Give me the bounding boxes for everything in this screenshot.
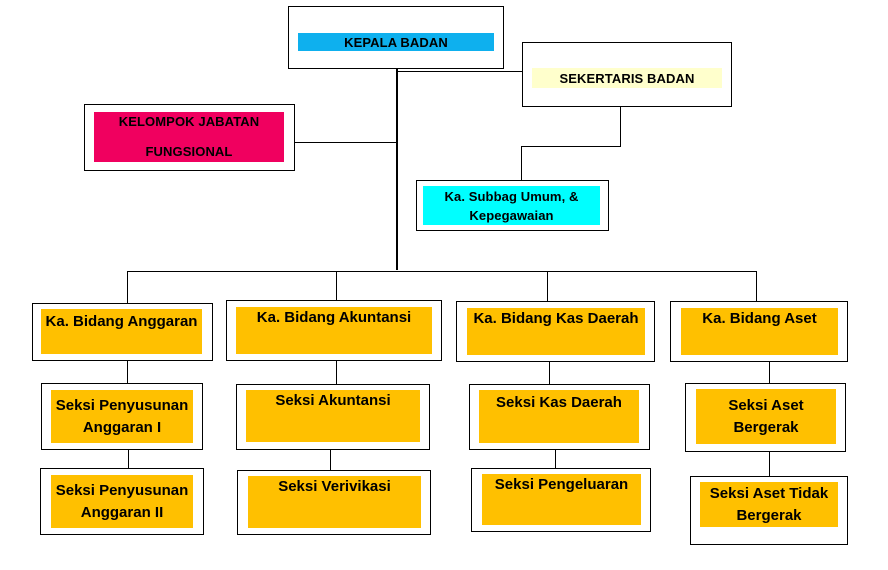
connector-line [396,68,398,270]
ka-subbag-fill: Ka. Subbag Umum, & Kepegawaian [423,186,600,225]
seksi-kas-daerah-label: Seksi Kas Daerah [496,394,622,411]
connector-line [127,271,128,303]
seksi-akuntansi-label: Seksi Akuntansi [275,392,391,409]
kelompok-jabatan-line2: FUNGSIONAL [145,144,233,159]
connector-line [398,71,522,72]
seksi-pengeluaran-fill: Seksi Pengeluaran [482,474,641,525]
connector-line [336,271,337,300]
bidang-kas-daerah-fill: Ka. Bidang Kas Daerah [467,308,645,355]
kepala-badan-label: KEPALA BADAN [344,34,448,50]
connector-line [769,362,770,383]
seksi-pengeluaran-label: Seksi Pengeluaran [494,476,629,493]
connector-line [521,146,522,180]
connector-line [555,449,556,468]
seksi-aset-tidak-bergerak-line2: Bergerak [736,506,802,524]
seksi-penyusunan-2-line1: Seksi Penyusunan [55,481,189,499]
sekertaris-badan-label: SEKERTARIS BADAN [559,70,695,86]
seksi-verivikasi-fill: Seksi Verivikasi [248,476,421,528]
seksi-akuntansi-fill: Seksi Akuntansi [246,390,420,442]
connector-line [769,452,770,476]
bidang-anggaran-label: Ka. Bidang Anggaran [45,313,198,330]
bidang-aset-label: Ka. Bidang Aset [702,310,817,327]
seksi-penyusunan-1-line1: Seksi Penyusunan [55,396,189,414]
bidang-kas-daerah-label: Ka. Bidang Kas Daerah [473,310,639,327]
connector-line [127,271,757,272]
seksi-aset-bergerak-fill: Seksi Aset Bergerak [696,389,836,444]
seksi-aset-tidak-bergerak-line1: Seksi Aset Tidak [709,484,829,502]
ka-subbag-line2: Kepegawaian [469,207,554,223]
seksi-penyusunan-1-fill: Seksi Penyusunan Anggaran I [51,390,193,443]
connector-line [330,449,331,470]
connector-line [336,361,337,384]
connector-line [547,271,548,301]
ka-subbag-line1: Ka. Subbag Umum, & [444,188,579,204]
seksi-aset-tidak-bergerak-fill: Seksi Aset Tidak Bergerak [700,482,838,527]
connector-line [620,107,621,147]
seksi-penyusunan-1-line2: Anggaran I [82,418,162,436]
connector-line [128,449,129,468]
connector-line [521,146,621,147]
kepala-badan-label-fill: KEPALA BADAN [298,33,494,51]
connector-line [756,271,757,301]
bidang-aset-fill: Ka. Bidang Aset [681,308,838,355]
connector-line [549,361,550,384]
seksi-penyusunan-2-fill: Seksi Penyusunan Anggaran II [51,475,193,528]
seksi-penyusunan-2-line2: Anggaran II [80,503,164,521]
seksi-aset-bergerak-line2: Bergerak [733,418,799,436]
connector-line [294,142,397,143]
sekertaris-badan-label-fill: SEKERTARIS BADAN [532,68,722,88]
bidang-anggaran-fill: Ka. Bidang Anggaran [41,309,202,354]
connector-line [127,360,128,383]
seksi-aset-bergerak-line1: Seksi Aset [728,396,804,414]
seksi-verivikasi-label: Seksi Verivikasi [278,478,391,495]
kelompok-jabatan-line1: KELOMPOK JABATAN [118,114,260,129]
bidang-akuntansi-fill: Ka. Bidang Akuntansi [236,307,432,354]
kelompok-jabatan-fill: KELOMPOK JABATAN FUNGSIONAL [94,112,284,162]
bidang-akuntansi-label: Ka. Bidang Akuntansi [256,309,412,326]
seksi-kas-daerah-fill: Seksi Kas Daerah [479,390,639,443]
